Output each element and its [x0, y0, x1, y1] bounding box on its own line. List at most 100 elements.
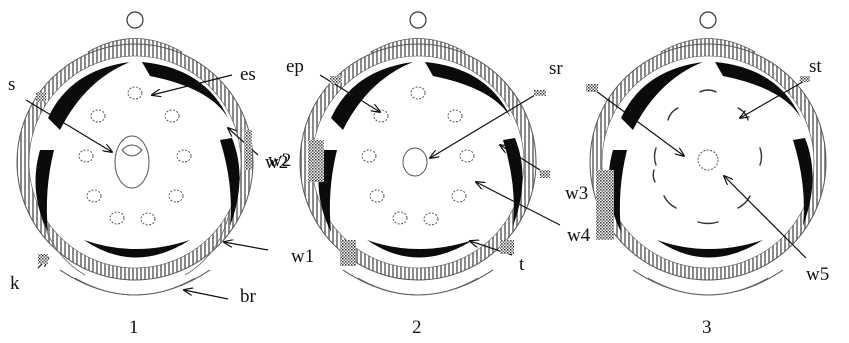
- segment-top-right: [715, 62, 801, 118]
- bract-wing-left: [39, 209, 86, 276]
- stamen: [140, 212, 156, 226]
- stamen-ring: [78, 86, 192, 226]
- ovary-outline: [697, 149, 719, 171]
- perianth-segments: [318, 62, 523, 258]
- segment-top-right: [425, 62, 511, 118]
- label-w1: w1: [291, 246, 314, 267]
- ovary-inner: [121, 144, 143, 157]
- label-es: es: [240, 64, 256, 85]
- segment-bottom: [367, 240, 473, 258]
- bract-wing-right: [184, 209, 231, 276]
- annotation-arrows-3: [591, 79, 807, 259]
- segment-right: [793, 138, 813, 226]
- bract-lower-curve-2: [74, 277, 196, 296]
- label-w2-1: w2: [265, 152, 288, 173]
- segment-top-left: [331, 62, 413, 130]
- stamen: [369, 189, 385, 203]
- speckle-t: [500, 240, 514, 254]
- stamen: [392, 211, 408, 225]
- stamen: [459, 149, 475, 163]
- label-ep: ep: [286, 56, 304, 77]
- arrow-st: [740, 79, 807, 118]
- ovary-outline: [114, 135, 150, 189]
- arrow-sr-3: [591, 87, 684, 156]
- top-bud-circle: [409, 11, 427, 29]
- panel-number-3: 3: [702, 317, 712, 338]
- staminode: [653, 147, 657, 166]
- speckle-left-3: [596, 170, 614, 240]
- arrow-w5: [724, 176, 807, 259]
- staminode: [759, 147, 763, 166]
- speckle-k: [38, 254, 48, 264]
- speckle-sr-3: [586, 84, 598, 92]
- top-bud-circle: [126, 11, 144, 29]
- bract-lower-curve-2: [357, 277, 479, 296]
- segment-top-left: [48, 62, 130, 130]
- panel-number-1: 1: [129, 317, 139, 338]
- segment-bottom: [657, 240, 763, 258]
- label-w5: w5: [806, 264, 829, 285]
- label-w3: w3: [565, 183, 588, 204]
- segment-right: [220, 138, 240, 226]
- stamen: [78, 149, 94, 163]
- stamen: [447, 109, 463, 123]
- speckle-w1: [340, 240, 356, 266]
- top-bud-circle: [699, 11, 717, 29]
- label-s: s: [8, 74, 15, 95]
- stamen: [176, 149, 192, 163]
- staminode: [652, 169, 656, 183]
- speckle-w2: [244, 130, 252, 170]
- stamen: [86, 189, 102, 203]
- label-w4: w4: [567, 225, 591, 246]
- staminode: [699, 89, 717, 93]
- speckle-st: [800, 76, 810, 82]
- flower-diagram-2: ep sr w2 w3 w4 w1 t 2: [268, 11, 591, 338]
- speckle-w3: [540, 170, 550, 178]
- label-t: t: [519, 254, 525, 275]
- bract-lower-curve-2: [647, 277, 769, 296]
- stamen: [451, 189, 467, 203]
- speckle-w2: [308, 140, 324, 182]
- arrow-s: [25, 99, 112, 152]
- ovary: [114, 135, 150, 189]
- arrow-bottom-right: [224, 242, 269, 251]
- inner-white-disc: [601, 55, 815, 269]
- stamen: [423, 212, 439, 226]
- stamen: [109, 211, 125, 225]
- segment-top-left: [621, 62, 703, 130]
- speckle-ep: [330, 76, 342, 84]
- segment-top-right: [142, 62, 228, 118]
- ovary-outline: [402, 147, 428, 177]
- stamen: [373, 109, 389, 123]
- speckle-sr: [534, 90, 546, 96]
- stamen: [164, 109, 180, 123]
- staminode: [663, 195, 677, 209]
- staminode: [667, 107, 679, 121]
- arrow-w2-1: [228, 128, 259, 156]
- segment-left: [35, 150, 54, 232]
- label-k: k: [10, 273, 20, 294]
- segment-bottom: [84, 240, 190, 258]
- stamen: [410, 86, 426, 100]
- segment-right: [503, 138, 523, 226]
- stamen: [361, 149, 377, 163]
- label-w2-2: w2: [268, 150, 291, 171]
- arrow-w4: [476, 182, 561, 226]
- stamen: [127, 86, 143, 100]
- arrow-sr: [430, 91, 541, 158]
- label-st: st: [809, 56, 822, 77]
- stamen-ring: [361, 86, 475, 226]
- perianth-segments: [35, 62, 240, 258]
- stamen: [168, 189, 184, 203]
- flower-diagram-3: st w5 3: [586, 11, 829, 338]
- staminode: [737, 195, 751, 209]
- label-sr: sr: [549, 58, 563, 79]
- speckle-s: [36, 92, 46, 102]
- staminode: [697, 221, 719, 225]
- stamen: [90, 109, 106, 123]
- inner-white-disc: [28, 55, 242, 269]
- panel-number-2: 2: [412, 317, 422, 338]
- label-br: br: [240, 286, 257, 307]
